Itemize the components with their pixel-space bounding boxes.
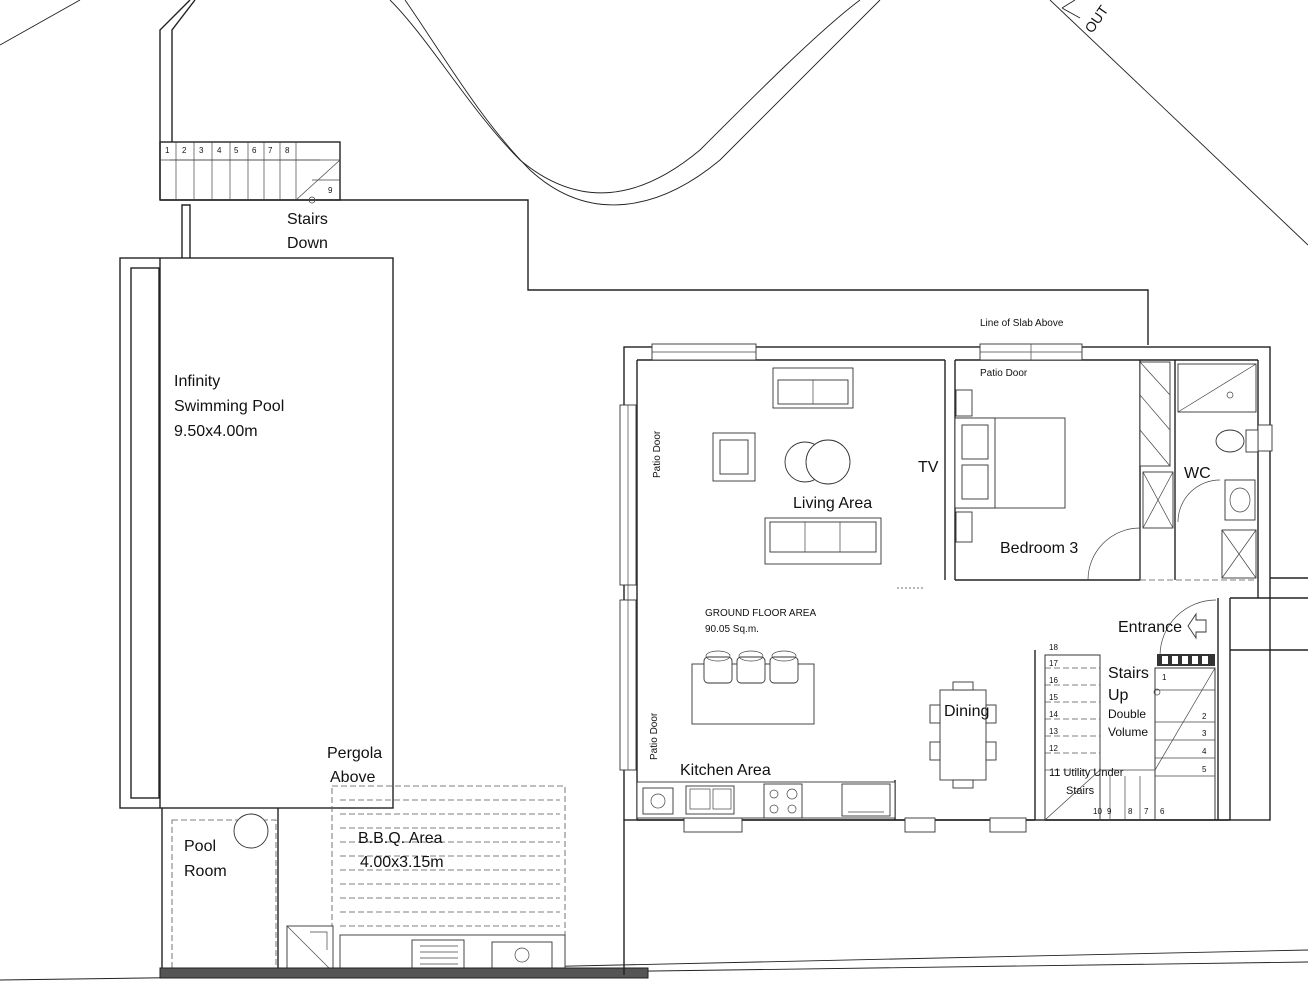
bbq-size-label: 4.00x3.15m xyxy=(360,854,444,871)
living-area-label: Living Area xyxy=(793,495,872,512)
stair-number: 9 xyxy=(328,186,333,195)
tv-label: TV xyxy=(918,459,939,476)
stair-number: 3 xyxy=(199,146,204,155)
boundary-walls xyxy=(159,0,1149,345)
pool-label: Infinity xyxy=(174,373,220,390)
pool-equipment-icon xyxy=(233,813,269,849)
stair-numbers-up: 18 17 16 15 14 13 12 1 2 3 4 5 10 9 8 7 … xyxy=(1049,643,1207,816)
bedroom-furniture xyxy=(954,389,1141,581)
stair-number: 14 xyxy=(1049,710,1058,719)
stair-number: 2 xyxy=(182,146,187,155)
stair-number: 3 xyxy=(1202,729,1207,738)
slab-line-label: Line of Slab Above xyxy=(980,318,1064,329)
stair-number: 8 xyxy=(285,146,290,155)
stairs-up xyxy=(1044,654,1216,821)
patio-door-label: Patio Door xyxy=(652,430,663,478)
entrance-arrow-icon xyxy=(1187,612,1207,640)
walkway xyxy=(181,204,191,258)
stair-number: 12 xyxy=(1049,744,1058,753)
wc-label: WC xyxy=(1184,465,1211,482)
windows xyxy=(619,343,1273,833)
stair-number: 7 xyxy=(1144,807,1149,816)
ground-floor-area-value: 90.05 Sq.m. xyxy=(705,624,759,635)
living-furniture xyxy=(712,367,882,565)
stair-number: 5 xyxy=(234,146,239,155)
wc-fixtures xyxy=(1177,363,1259,579)
pool-label: Swimming Pool xyxy=(174,398,284,415)
stair-number: 18 xyxy=(1049,643,1058,652)
pool-size-label: 9.50x4.00m xyxy=(174,423,258,440)
stair-number: 10 xyxy=(1093,807,1102,816)
stairs-down-label: Down xyxy=(287,235,328,252)
stair-number: 5 xyxy=(1202,765,1207,774)
double-volume-label: Double xyxy=(1108,707,1146,721)
pool-room-label: Room xyxy=(184,863,227,880)
kitchen-island xyxy=(691,650,815,725)
out-arrow-icon xyxy=(1061,0,1081,19)
stair-number: 15 xyxy=(1049,693,1058,702)
stairs-up-label: Stairs xyxy=(1108,665,1149,682)
double-volume-label: Volume xyxy=(1108,725,1148,739)
stair-number: 17 xyxy=(1049,659,1058,668)
stair-number: 2 xyxy=(1202,712,1207,721)
pool-room xyxy=(161,808,334,975)
entrance-door xyxy=(1157,599,1217,666)
terrace-edge xyxy=(159,967,649,979)
patio-door-label: Patio Door xyxy=(980,368,1028,379)
dining-table xyxy=(929,681,997,789)
ground-floor-area-label: GROUND FLOOR AREA xyxy=(705,608,816,619)
stairs-down-label: Stairs xyxy=(287,211,328,228)
stairs-top: 1 2 3 4 5 6 7 8 9 xyxy=(159,141,341,204)
pool-room-label: Pool xyxy=(184,838,216,855)
utility-label: 11 Utility Under xyxy=(1049,767,1124,779)
kitchen-counter xyxy=(636,781,896,819)
wardrobe xyxy=(1139,361,1174,529)
stair-number: 6 xyxy=(1160,807,1165,816)
stair-number: 4 xyxy=(1202,747,1207,756)
pergola-label: Pergola xyxy=(327,745,382,762)
stair-number: 6 xyxy=(252,146,257,155)
entrance-label: Entrance xyxy=(1118,619,1182,636)
stair-number: 7 xyxy=(268,146,273,155)
stairs-up-label: Up xyxy=(1108,687,1129,704)
stair-number: 4 xyxy=(217,146,222,155)
stair-number: 1 xyxy=(1162,673,1167,682)
bedroom-3-label: Bedroom 3 xyxy=(1000,540,1078,557)
stair-number: 13 xyxy=(1049,727,1058,736)
bbq-counter xyxy=(339,934,566,972)
stair-number: 9 xyxy=(1107,807,1112,816)
kitchen-area-label: Kitchen Area xyxy=(680,762,771,779)
infinity-pool xyxy=(119,257,394,809)
stair-number: 16 xyxy=(1049,676,1058,685)
pergola-label: Above xyxy=(330,769,375,786)
dining-label: Dining xyxy=(944,703,989,720)
patio-door-label: Patio Door xyxy=(649,712,660,760)
utility-label: Stairs xyxy=(1066,785,1095,797)
out-label: OUT xyxy=(1081,2,1111,36)
stair-number: 8 xyxy=(1128,807,1133,816)
stair-number: 1 xyxy=(165,146,170,155)
bbq-label: B.B.Q. Area xyxy=(358,830,443,847)
